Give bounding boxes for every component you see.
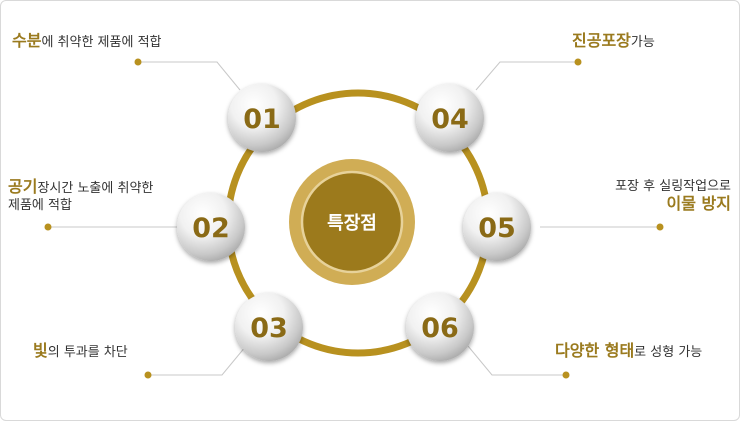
node-02: 02: [177, 193, 245, 261]
connector-line-01: [138, 61, 241, 91]
node-03: 03: [235, 293, 303, 361]
node-ball-01: [228, 84, 296, 152]
node-01: 01: [228, 84, 296, 152]
feature-highlight-02: 공기: [8, 177, 38, 196]
node-number-03: 03: [250, 313, 288, 344]
feature-text-05: 포장 후 실링작업으로: [615, 179, 731, 194]
connector-dot-03: [144, 371, 152, 379]
feature-label-06: 다양한 형태로 성형 가능: [555, 342, 702, 361]
node-number-06: 06: [421, 313, 459, 344]
feature-text-02-line2: 제품에 적합: [8, 198, 72, 213]
feature-highlight-06: 다양한 형태: [555, 341, 635, 360]
feature-label-05: 포장 후 실링작업으로 이물 방지: [615, 178, 731, 212]
center-label: 특장점: [327, 213, 377, 234]
node-number-01: 01: [243, 104, 281, 135]
feature-label-04: 진공포장가능: [572, 32, 655, 51]
feature-text-06: 로 성형 가능: [634, 345, 703, 360]
node-ball-06: [406, 293, 474, 361]
node-05: 05: [463, 193, 531, 261]
node-06: 06: [406, 293, 474, 361]
feature-text-02: 장시간 노출에 취약한: [37, 181, 154, 196]
node-number-02: 02: [192, 213, 230, 244]
connector-line-06: [467, 345, 566, 376]
connector-dot-05: [656, 223, 664, 231]
feature-text-04: 가능: [630, 35, 655, 50]
connector-dot-06: [562, 371, 570, 379]
node-04: 04: [416, 84, 484, 152]
node-ball-04: [416, 84, 484, 152]
feature-label-01: 수분에 취약한 제품에 적합: [12, 32, 162, 51]
node-ball-03: [235, 293, 303, 361]
connector-line-04: [475, 61, 578, 91]
feature-text-03: 의 투과를 차단: [47, 345, 128, 360]
connector-line-03: [148, 345, 247, 376]
feature-highlight-05: 이물 방지: [666, 194, 731, 213]
connector-dot-04: [574, 58, 582, 66]
center-inner-ring: [300, 170, 404, 274]
connector-dot-02: [44, 223, 52, 231]
feature-highlight-04: 진공포장: [572, 31, 631, 50]
node-number-05: 05: [478, 213, 516, 244]
feature-label-03: 빛의 투과를 차단: [33, 342, 128, 361]
node-ball-05: [463, 193, 531, 261]
feature-highlight-03: 빛: [33, 341, 48, 360]
feature-label-02: 공기장시간 노출에 취약한 제품에 적합: [8, 178, 153, 214]
feature-highlight-01: 수분: [12, 31, 42, 50]
node-number-04: 04: [431, 104, 469, 135]
connector-dot-01: [134, 58, 142, 66]
node-ball-02: [177, 193, 245, 261]
feature-text-01: 에 취약한 제품에 적합: [41, 35, 162, 50]
